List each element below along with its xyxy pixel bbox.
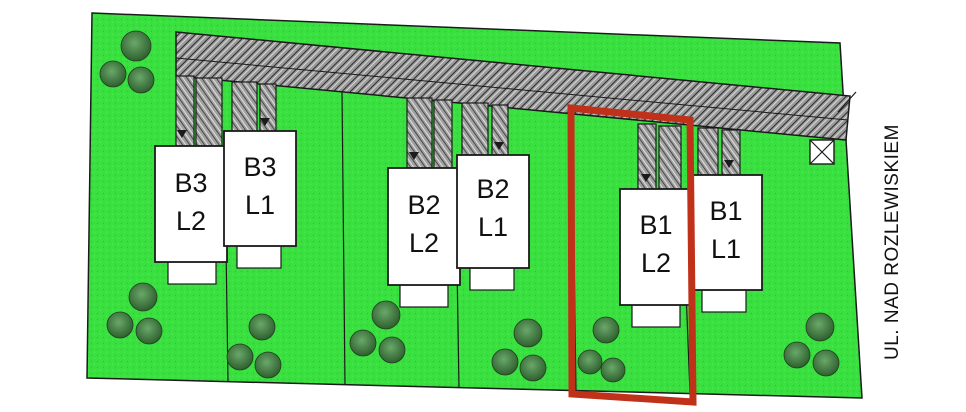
driveway-b2-l1 xyxy=(461,102,489,156)
terrace-b1-l1 xyxy=(701,289,747,313)
building-line2: L1 xyxy=(245,190,275,220)
tree-icon xyxy=(135,317,163,345)
driveway-b1-l1 xyxy=(697,127,719,176)
building-line2: L2 xyxy=(641,248,671,278)
arrow-icon xyxy=(409,152,419,160)
building-line1: B2 xyxy=(476,174,509,204)
tree-icon xyxy=(106,311,134,339)
driveway-b3-l1 xyxy=(231,81,258,133)
driveway-b3-l2 xyxy=(175,75,195,147)
tree-icon xyxy=(349,329,377,357)
driveway-arrows xyxy=(177,118,734,182)
building-line2: L1 xyxy=(711,234,741,264)
driveway-b3-l1b xyxy=(259,83,277,133)
building-b3-l1[interactable]: B3 L1 xyxy=(223,130,297,247)
tree-icon xyxy=(805,312,835,342)
tree-icon xyxy=(491,348,519,376)
driveway-b3-l2b xyxy=(195,77,223,147)
street-label: UL. NAD ROZLEWISKIEM xyxy=(882,124,903,360)
tree-icon xyxy=(592,316,620,344)
tree-icon xyxy=(513,318,543,348)
tree-icon xyxy=(226,343,254,371)
building-b1-l2[interactable]: B1 L2 xyxy=(619,188,693,306)
building-line1: B1 xyxy=(639,210,672,240)
tree-icon xyxy=(127,66,155,94)
building-line1: B2 xyxy=(407,190,440,220)
tree-icon xyxy=(128,282,158,312)
tree-icon xyxy=(120,30,152,62)
building-line2: L2 xyxy=(409,228,439,258)
building-b3-l2[interactable]: B3 L2 xyxy=(154,145,228,263)
arrow-icon xyxy=(641,174,651,182)
terrace-b2-l2 xyxy=(399,284,449,308)
tree-icon xyxy=(812,349,840,377)
building-line1: B1 xyxy=(709,196,742,226)
driveway-b1-l1b xyxy=(721,129,741,176)
building-b1-l1[interactable]: B1 L1 xyxy=(689,174,763,291)
terrace-b2-l1 xyxy=(469,267,515,291)
driveway-b2-l2 xyxy=(406,97,433,169)
building-b2-l2[interactable]: B2 L2 xyxy=(387,167,461,286)
driveway-b2-l2b xyxy=(433,99,453,169)
driveway-b1-l2b xyxy=(658,125,682,190)
building-line2: L2 xyxy=(176,206,206,236)
terraces xyxy=(167,245,747,328)
terrace-b3-l1 xyxy=(236,245,282,269)
tree-icon xyxy=(600,357,626,383)
road-centerline xyxy=(175,57,849,121)
tree-icon xyxy=(378,336,406,364)
arrow-icon xyxy=(177,130,187,138)
arrow-icon xyxy=(724,160,734,168)
building-b2-l1[interactable]: B2 L1 xyxy=(456,154,530,269)
arrow-icon xyxy=(260,118,270,126)
access-road xyxy=(175,31,851,141)
tree-icon xyxy=(519,354,547,382)
tree-icon xyxy=(99,60,127,88)
tree-icon xyxy=(248,313,276,341)
selected-plot-highlight[interactable] xyxy=(567,104,697,406)
terrace-b3-l2 xyxy=(167,261,217,285)
trees xyxy=(99,30,840,383)
terrace-b1-l2 xyxy=(631,304,681,328)
building-line1: B3 xyxy=(243,152,276,182)
tree-icon xyxy=(371,300,401,330)
tree-icon xyxy=(254,351,282,379)
gate-box-icon xyxy=(809,139,835,165)
arrow-icon xyxy=(494,142,504,150)
building-line2: L1 xyxy=(478,212,508,242)
building-line1: B3 xyxy=(174,168,207,198)
tree-icon xyxy=(577,349,603,375)
road-edge-marker xyxy=(837,91,857,113)
tree-icon xyxy=(783,341,811,369)
